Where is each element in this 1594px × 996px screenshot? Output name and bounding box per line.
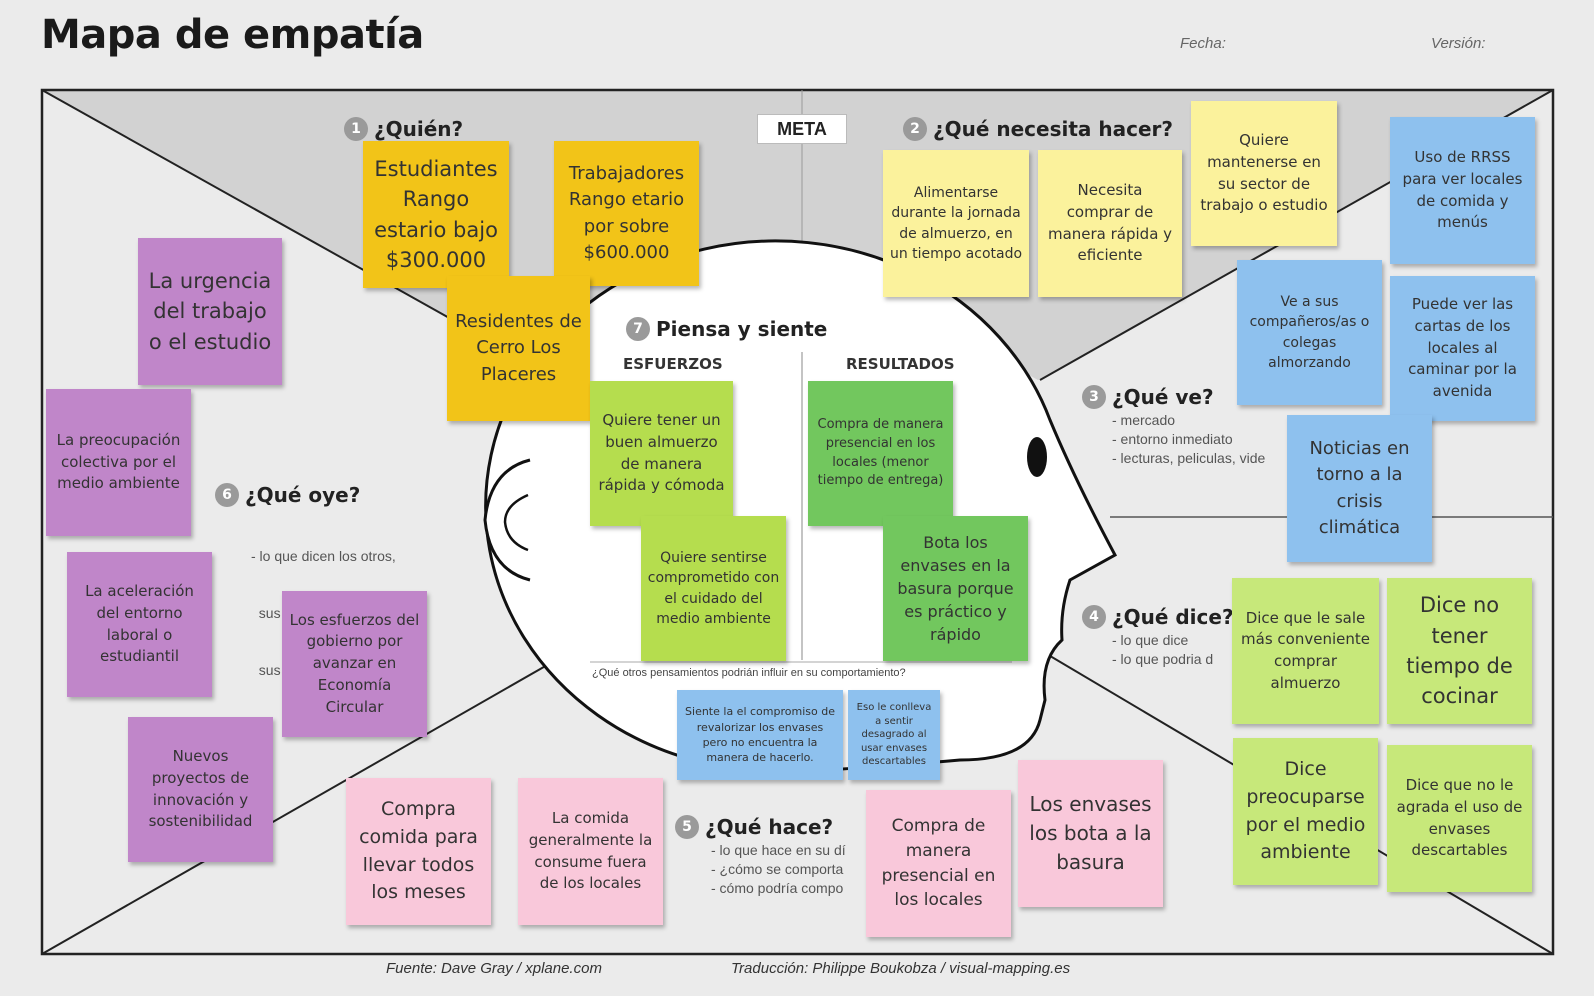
section-title: ¿Qué necesita hacer? <box>933 117 1173 141</box>
footer-source: Fuente: Dave Gray / xplane.com <box>386 960 602 977</box>
list-item: - mercado <box>1112 412 1176 428</box>
sticky-note[interactable]: Dice preocuparse por el medio ambiente <box>1233 738 1378 885</box>
list-item: - ¿cómo se comporta <box>711 861 844 877</box>
version-label: Versión: <box>1431 35 1486 52</box>
sticky-note[interactable]: Necesita comprar de manera rápida y efic… <box>1038 150 1182 297</box>
sticky-note[interactable]: Compra de manera presencial en los local… <box>808 381 953 526</box>
list-item: - cómo podría compo <box>711 880 844 896</box>
sticky-note[interactable]: La preocupación colectiva por el medio a… <box>46 389 191 536</box>
sticky-note[interactable]: La urgencia del trabajo o el estudio <box>138 238 282 385</box>
section-number: 5 <box>675 815 699 839</box>
section-number: 2 <box>903 117 927 141</box>
section-title: ¿Quién? <box>374 117 464 141</box>
frame-border <box>40 88 1555 956</box>
sticky-note[interactable]: Dice que no le agrada el uso de envases … <box>1387 745 1532 892</box>
section-title: ¿Qué dice? <box>1112 605 1234 629</box>
sticky-note[interactable]: Ve a sus compañeros/as o colegas almorza… <box>1237 260 1382 405</box>
list-item: - lo que podria d <box>1112 651 1214 667</box>
list-item: - lo que dice <box>1112 632 1189 648</box>
sticky-note[interactable]: Compra de manera presencial en los local… <box>866 790 1011 937</box>
sticky-note[interactable]: Dice que le sale más conveniente comprar… <box>1232 578 1379 724</box>
section-title: ¿Qué ve? <box>1112 385 1214 409</box>
sticky-note[interactable]: Trabajadores Rango etario por sobre $600… <box>554 141 699 286</box>
sticky-note[interactable]: Los envases los bota a la basura <box>1018 760 1163 907</box>
sticky-note[interactable]: Dice no tener tiempo de cocinar <box>1387 578 1532 724</box>
footer-translation: Traducción: Philippe Boukobza / visual-m… <box>731 960 1071 977</box>
section-number: 7 <box>626 317 650 341</box>
date-label: Fecha: <box>1180 35 1226 52</box>
list-item: - entorno inmediato <box>1112 431 1233 447</box>
section-number: 1 <box>344 117 368 141</box>
sticky-note[interactable]: Siente la el compromiso de revalorizar l… <box>677 690 843 780</box>
section-necesita: 2¿Qué necesita hacer? <box>903 117 1173 141</box>
sticky-note[interactable]: Quiere tener un buen almuerzo de manera … <box>590 381 733 526</box>
section-title: ¿Qué oye? <box>245 483 361 507</box>
section-title: Piensa y siente <box>656 317 828 341</box>
sticky-note[interactable]: Quiere sentirse comprometido con el cuid… <box>641 516 786 661</box>
sticky-note[interactable]: Los esfuerzos del gobierno por avanzar e… <box>282 591 427 737</box>
section-hace: 5¿Qué hace? - lo que hace en su dí - ¿có… <box>675 815 846 898</box>
meta-label: META <box>757 114 847 144</box>
section-title: ¿Qué hace? <box>705 815 834 839</box>
sticky-note[interactable]: La comida generalmente la consume fuera … <box>518 778 663 925</box>
section-number: 4 <box>1082 605 1106 629</box>
section-ve: 3¿Qué ve? - mercado - entorno inmediato … <box>1082 385 1265 468</box>
sticky-note[interactable]: Uso de RRSS para ver locales de comida y… <box>1390 117 1535 264</box>
sticky-note[interactable]: Estudiantes Rango estario bajo $300.000 <box>363 141 509 288</box>
section-quien: 1¿Quién? <box>344 117 463 141</box>
section-number: 3 <box>1082 385 1106 409</box>
sticky-note[interactable]: Noticias en torno a la crisis climática <box>1287 415 1432 562</box>
eye <box>1027 437 1047 477</box>
section-number: 6 <box>215 483 239 507</box>
sticky-note[interactable]: Residentes de Cerro Los Placeres <box>447 276 590 421</box>
sticky-note[interactable]: Compra comida para llevar todos los mese… <box>346 778 491 925</box>
list-item: - lo que dicen los otros, <box>251 548 396 564</box>
sticky-note[interactable]: Quiere mantenerse en su sector de trabaj… <box>1191 101 1337 246</box>
diagonal-bottom-left <box>41 659 557 955</box>
section-dice: 4¿Qué dice? - lo que dice - lo que podri… <box>1082 605 1234 669</box>
sticky-note[interactable]: La aceleración del entorno laboral o est… <box>67 552 212 697</box>
sticky-note[interactable]: Alimentarse durante la jornada de almuer… <box>883 150 1029 297</box>
efforts-heading: ESFUERZOS <box>623 355 723 373</box>
ear-inner <box>503 493 529 552</box>
ear-outer <box>483 458 531 582</box>
sticky-note[interactable]: Eso le conlleva a sentir desagrado al us… <box>848 690 940 780</box>
sticky-note[interactable]: Puede ver las cartas de los locales al c… <box>1390 276 1535 421</box>
sticky-note[interactable]: Nuevos proyectos de innovación y sosteni… <box>128 717 273 862</box>
results-heading: RESULTADOS <box>846 355 955 373</box>
list-item: - lecturas, peliculas, vide <box>1112 450 1266 466</box>
list-item: - lo que hace en su dí <box>711 842 846 858</box>
sticky-note[interactable]: Bota los envases en la basura porque es … <box>883 516 1028 661</box>
think-question: ¿Qué otros pensamientos podrián influir … <box>592 667 906 679</box>
page-title: Mapa de empatía <box>41 12 424 58</box>
